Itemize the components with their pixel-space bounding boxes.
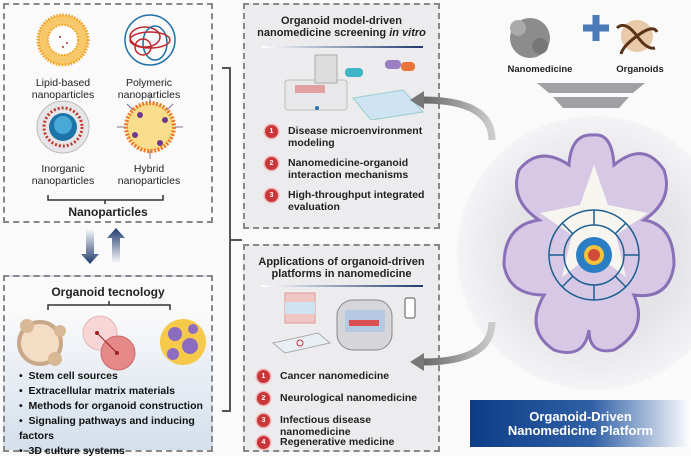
number-badge: 3 [265, 189, 278, 202]
title-divider [261, 285, 423, 287]
organoid-illustrations [17, 301, 206, 371]
exchange-arrows-icon [81, 228, 125, 264]
arrow-head-top [410, 91, 424, 109]
organoid-technology-panel: Organoid tecnology • Stem cell sources •… [3, 275, 213, 456]
plus-icon [583, 15, 609, 41]
curved-arrow-bottom [421, 321, 496, 366]
number-badge: 1 [265, 125, 278, 138]
nanomedicine-icon [510, 18, 550, 58]
organoids-label: Organoids [616, 64, 664, 75]
organoid-cluster-icon [17, 319, 66, 366]
bullet-item: • Extracellular matrix materials [19, 385, 176, 397]
application-equipment-illustration [271, 292, 416, 354]
nanoparticle-illustrations [36, 13, 183, 204]
bullet-item: • Stem cell sources [19, 370, 118, 382]
organoid-fusion-icon [82, 315, 136, 371]
curved-arrow-top [421, 96, 496, 141]
drug-core-inner [588, 249, 600, 261]
nanomedicine-label: Nanomedicine [507, 64, 573, 75]
number-badge: 2 [257, 392, 270, 405]
matrix-sphere-icon [160, 319, 206, 365]
bullet-item: • 3D culture systems [19, 445, 125, 456]
number-badge: 3 [257, 414, 270, 427]
hybrid-nanoparticle-icon [117, 95, 183, 159]
bracket [47, 195, 164, 204]
number-badge: 1 [257, 370, 270, 383]
bullet-item: • Methods for organoid construction [19, 400, 203, 412]
number-badge: 2 [265, 157, 278, 170]
funnel-icon [537, 83, 645, 108]
organoid-platform-illustration [410, 15, 691, 390]
nanoparticles-title: Nanoparticles [68, 205, 148, 219]
title-divider [261, 46, 423, 48]
screening-equipment-illustration [284, 54, 424, 120]
polymeric-nanoparticle-icon [124, 14, 176, 66]
organoid-bullets: • Stem cell sources • Extracellular matr… [19, 369, 211, 456]
number-badge: 4 [257, 436, 270, 449]
inorganic-nanoparticle-icon [36, 100, 90, 154]
bullet-item: • Signaling pathways and inducing factor… [19, 415, 195, 442]
organoid-technology-title: Organoid tecnology [51, 285, 165, 299]
lipid-nanoparticle-icon [36, 13, 90, 67]
arrow-head-bottom [410, 353, 424, 371]
nanocage-icon [548, 209, 640, 301]
organoids-icon [615, 20, 659, 55]
grouping-bracket [222, 67, 242, 412]
